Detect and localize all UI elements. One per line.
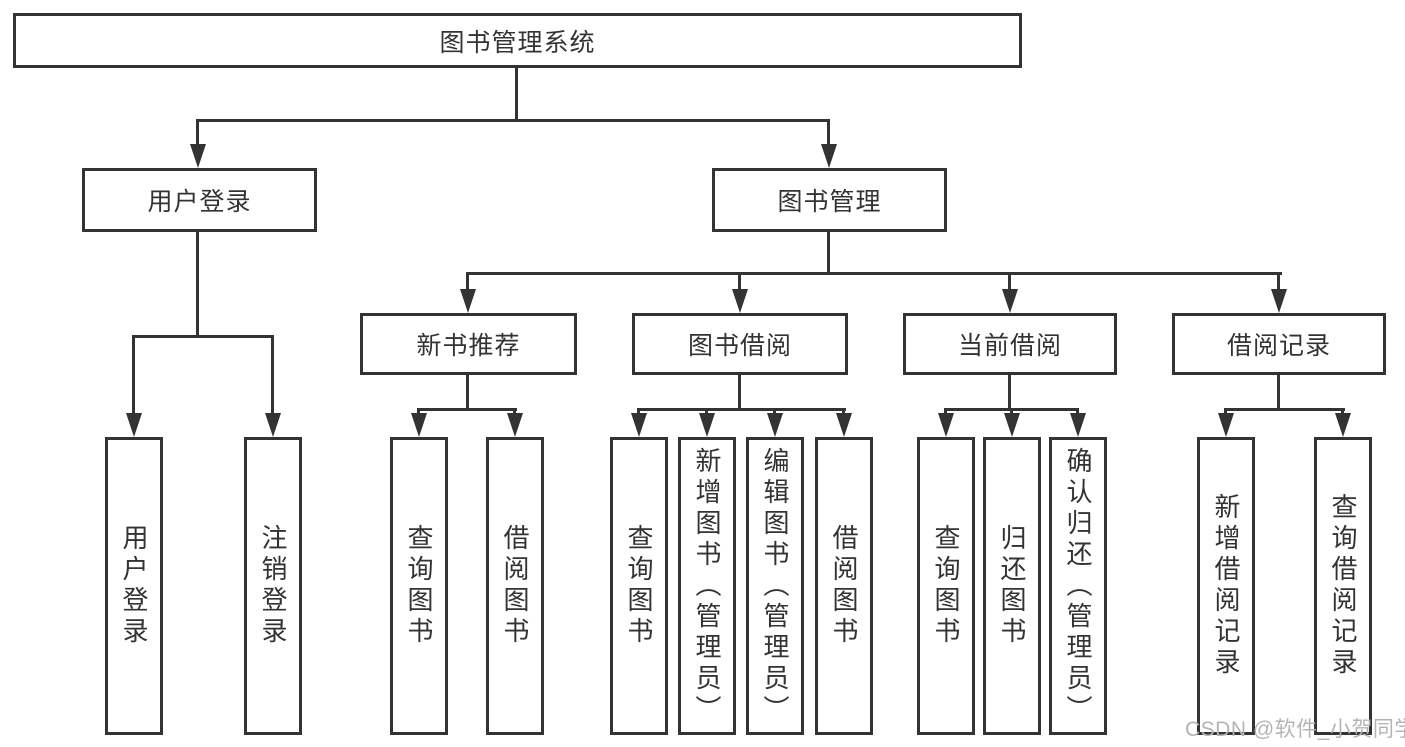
arrowhead-icon	[767, 413, 783, 437]
node-book-borrow-label: 图书借阅	[687, 332, 792, 360]
connector-vline	[513, 408, 516, 416]
arrowhead-icon	[631, 413, 647, 437]
node-borrow-records-label: 借阅记录	[1226, 332, 1331, 360]
connector-vline	[827, 232, 830, 272]
arrowhead-icon	[1218, 413, 1234, 437]
connector-vline	[417, 408, 420, 416]
connector-hline	[196, 119, 830, 122]
arrowhead-icon	[190, 144, 206, 168]
connector-vline	[1076, 408, 1079, 416]
leaf-logout-label: 注销登录	[258, 524, 288, 648]
connector-vline	[1341, 408, 1344, 416]
connector-vline	[1224, 408, 1227, 416]
leaf-nb-borrow-books: 借阅图书	[486, 437, 544, 735]
arrowhead-icon	[1004, 413, 1020, 437]
leaf-br-add-record: 新增借阅记录	[1197, 437, 1255, 735]
leaf-cb-query-books-label: 查询图书	[931, 524, 961, 648]
arrowhead-icon	[732, 289, 748, 313]
connector-vline	[515, 68, 518, 119]
arrowhead-icon	[836, 413, 852, 437]
connector-vline	[738, 375, 741, 408]
node-current-borrow-label: 当前借阅	[957, 332, 1062, 360]
connector-hline	[417, 408, 517, 411]
leaf-cb-return-books-label: 归还图书	[997, 524, 1027, 648]
leaf-bb-edit-books: 编辑图书（管理员）	[746, 437, 804, 735]
leaf-nb-query-books: 查询图书	[390, 437, 448, 735]
leaf-bb-borrow-books: 借阅图书	[815, 437, 873, 735]
connector-vline	[944, 408, 947, 416]
node-user-login-branch: 用户登录	[82, 168, 317, 232]
leaf-bb-add-books-label: 新增图书（管理员）	[692, 446, 722, 726]
leaf-user-login-label: 用户登录	[119, 524, 149, 648]
node-book-management-label: 图书管理	[777, 188, 882, 216]
leaf-bb-query-books: 查询图书	[610, 437, 668, 735]
connector-vline	[1008, 375, 1011, 408]
leaf-cb-confirm-return: 确认归还（管理员）	[1049, 437, 1107, 735]
leaf-bb-edit-books-label: 编辑图书（管理员）	[760, 446, 790, 726]
node-root: 图书管理系统	[13, 13, 1022, 68]
node-user-login-branch-label: 用户登录	[147, 188, 252, 216]
connector-vline	[466, 375, 469, 408]
arrowhead-icon	[411, 413, 427, 437]
connector-vline	[132, 335, 135, 415]
connector-vline	[1008, 272, 1011, 291]
connector-vline	[1277, 375, 1280, 408]
connector-vline	[196, 119, 199, 147]
connector-vline	[842, 408, 845, 416]
node-current-borrow: 当前借阅	[903, 313, 1117, 375]
connector-hline	[637, 408, 846, 411]
leaf-nb-query-books-label: 查询图书	[404, 524, 434, 648]
connector-vline	[637, 408, 640, 416]
arrowhead-icon	[460, 289, 476, 313]
node-book-management: 图书管理	[712, 168, 947, 232]
leaf-br-add-record-label: 新增借阅记录	[1211, 493, 1241, 679]
arrowhead-icon	[1070, 413, 1086, 437]
arrowhead-icon	[507, 413, 523, 437]
leaf-bb-borrow-books-label: 借阅图书	[829, 524, 859, 648]
arrowhead-icon	[1271, 289, 1287, 313]
connector-vline	[773, 408, 776, 416]
leaf-br-query-record-label: 查询借阅记录	[1328, 493, 1358, 679]
leaf-nb-borrow-books-label: 借阅图书	[500, 524, 530, 648]
leaf-br-query-record: 查询借阅记录	[1314, 437, 1372, 735]
arrowhead-icon	[1335, 413, 1351, 437]
node-root-label: 图书管理系统	[439, 28, 596, 57]
connector-hline	[466, 272, 1282, 275]
connector-vline	[271, 335, 274, 415]
node-new-book-recommend-label: 新书推荐	[416, 332, 521, 360]
leaf-cb-confirm-return-label: 确认归还（管理员）	[1063, 446, 1093, 726]
arrowhead-icon	[265, 413, 281, 437]
connector-vline	[738, 272, 741, 291]
connector-vline	[705, 408, 708, 416]
leaf-cb-return-books: 归还图书	[983, 437, 1041, 735]
node-book-borrow: 图书借阅	[632, 313, 848, 375]
leaf-bb-query-books-label: 查询图书	[624, 524, 654, 648]
connector-vline	[1277, 272, 1280, 291]
arrowhead-icon	[938, 413, 954, 437]
leaf-bb-add-books: 新增图书（管理员）	[678, 437, 736, 735]
node-new-book-recommend: 新书推荐	[360, 313, 577, 375]
node-borrow-records: 借阅记录	[1172, 313, 1386, 375]
leaf-cb-query-books: 查询图书	[917, 437, 975, 735]
arrowhead-icon	[699, 413, 715, 437]
connector-vline	[1010, 408, 1013, 416]
arrowhead-icon	[821, 144, 837, 168]
connector-hline	[1224, 408, 1345, 411]
connector-vline	[466, 272, 469, 291]
watermark: CSDN @软件_小贺同学	[1185, 718, 1405, 741]
leaf-user-login: 用户登录	[105, 437, 163, 735]
connector-vline	[827, 119, 830, 147]
connector-vline	[196, 232, 199, 335]
arrowhead-icon	[1002, 289, 1018, 313]
leaf-logout: 注销登录	[244, 437, 302, 735]
connector-hline	[132, 335, 274, 338]
arrowhead-icon	[126, 413, 142, 437]
